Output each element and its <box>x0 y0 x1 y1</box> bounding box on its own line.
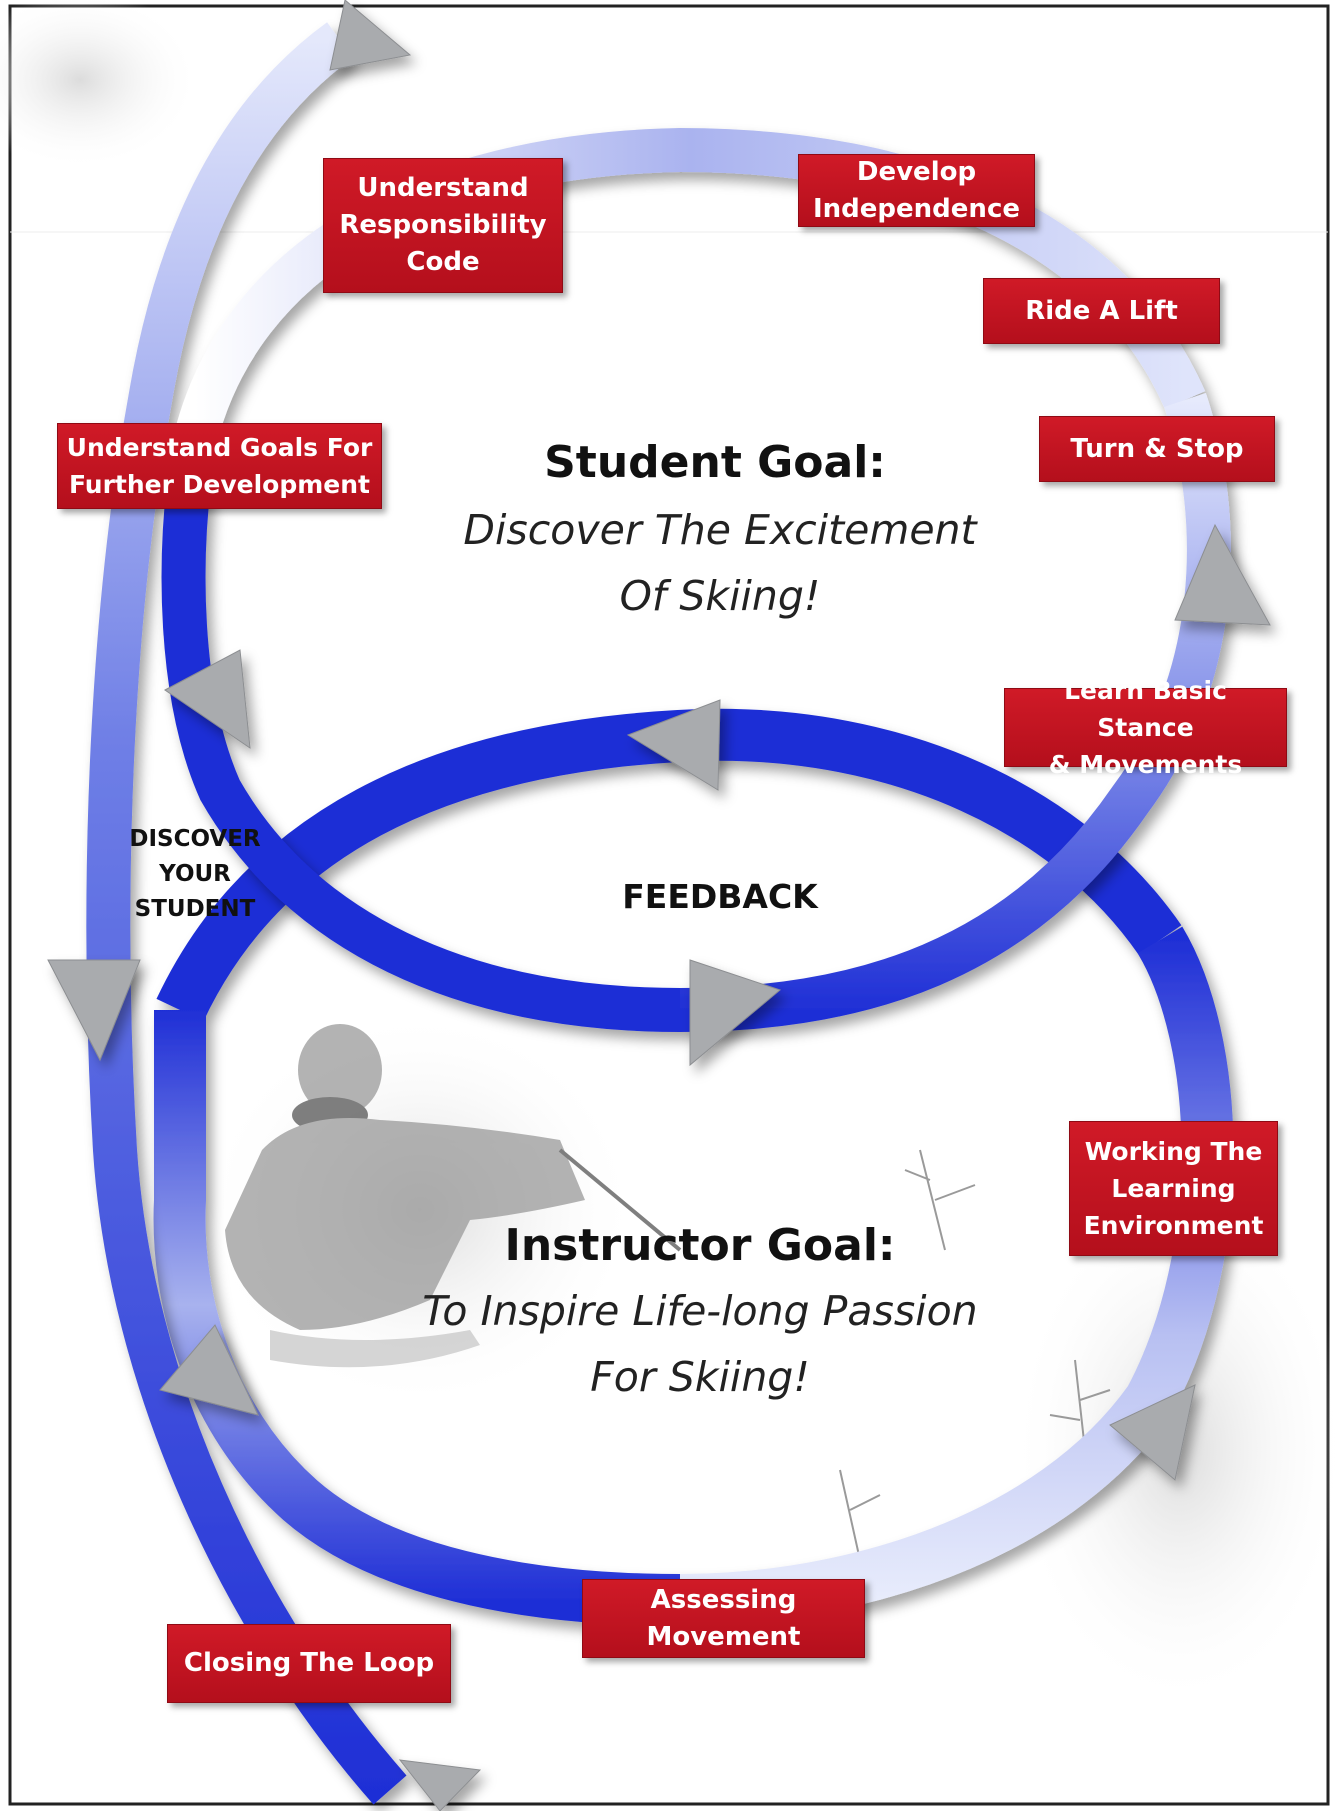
step-label-text: Understand Goals For Further Development <box>66 433 373 499</box>
step-assessing-movement: Assessing Movement <box>582 1579 865 1658</box>
arrowhead <box>626 699 721 791</box>
step-label-text: Develop Independence <box>813 156 1020 224</box>
step-label-text: Assessing Movement <box>646 1584 801 1652</box>
step-ride-a-lift: Ride A Lift <box>983 278 1220 344</box>
step-label-text: Working The Learning Environment <box>1083 1137 1264 1240</box>
outer-left-arrow <box>86 22 407 1805</box>
page-frame <box>8 4 1330 1806</box>
skier-illustration <box>225 1024 682 1368</box>
arrowhead <box>398 1759 482 1811</box>
step-label-text: Understand Responsibility Code <box>339 173 547 277</box>
instructor-loop-bottom <box>153 1010 681 1626</box>
student-loop-bottom <box>161 436 681 1032</box>
snow-shade <box>0 0 200 170</box>
step-working-learning-environment: Working The Learning Environment <box>1069 1121 1278 1256</box>
arrowhead <box>47 959 141 1062</box>
student-goal-text: Discover The Excitement Of Skiing! <box>463 506 977 620</box>
step-understand-goals-further-development: Understand Goals For Further Development <box>57 423 382 509</box>
arrowhead <box>159 1324 259 1416</box>
step-label-text: Closing The Loop <box>183 1648 435 1678</box>
student-loop-right <box>679 393 1231 1032</box>
step-closing-the-loop: Closing The Loop <box>167 1624 451 1703</box>
student-loop-top <box>173 127 1206 446</box>
arrowhead <box>689 959 782 1067</box>
student-goal-heading: Student Goal: <box>544 437 886 488</box>
step-develop-independence: Develop Independence <box>798 154 1035 227</box>
step-learn-basic-stance: Learn Basic Stance & Movements <box>1004 676 1287 779</box>
feedback-label: FEEDBACK <box>622 877 818 916</box>
twig-decoration <box>839 1149 1111 1561</box>
step-label-text: Learn Basic Stance & Movements <box>1048 676 1243 779</box>
step-turn-and-stop: Turn & Stop <box>1039 416 1275 482</box>
step-label-text: Turn & Stop <box>1070 433 1244 464</box>
arrowhead <box>329 0 412 71</box>
arrowhead <box>164 649 251 750</box>
instructor-goal-heading: Instructor Goal: <box>504 1220 896 1271</box>
discover-your-student-label: DISCOVER YOUR STUDENT <box>129 826 261 922</box>
arrowhead <box>1174 523 1271 626</box>
arrowhead <box>1109 1384 1196 1481</box>
step-understand-responsibility-code: Understand Responsibility Code <box>323 158 563 293</box>
instructor-goal-text: To Inspire Life-long Passion For Skiing! <box>422 1287 978 1401</box>
step-label-text: Ride A Lift <box>1025 295 1178 326</box>
